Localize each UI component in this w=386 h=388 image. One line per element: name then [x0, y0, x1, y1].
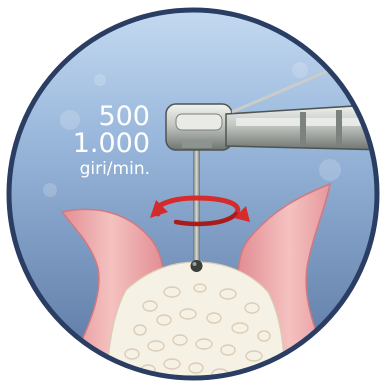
speed-value-max: 1.000	[73, 128, 150, 159]
speed-unit: giri/min.	[80, 159, 150, 179]
